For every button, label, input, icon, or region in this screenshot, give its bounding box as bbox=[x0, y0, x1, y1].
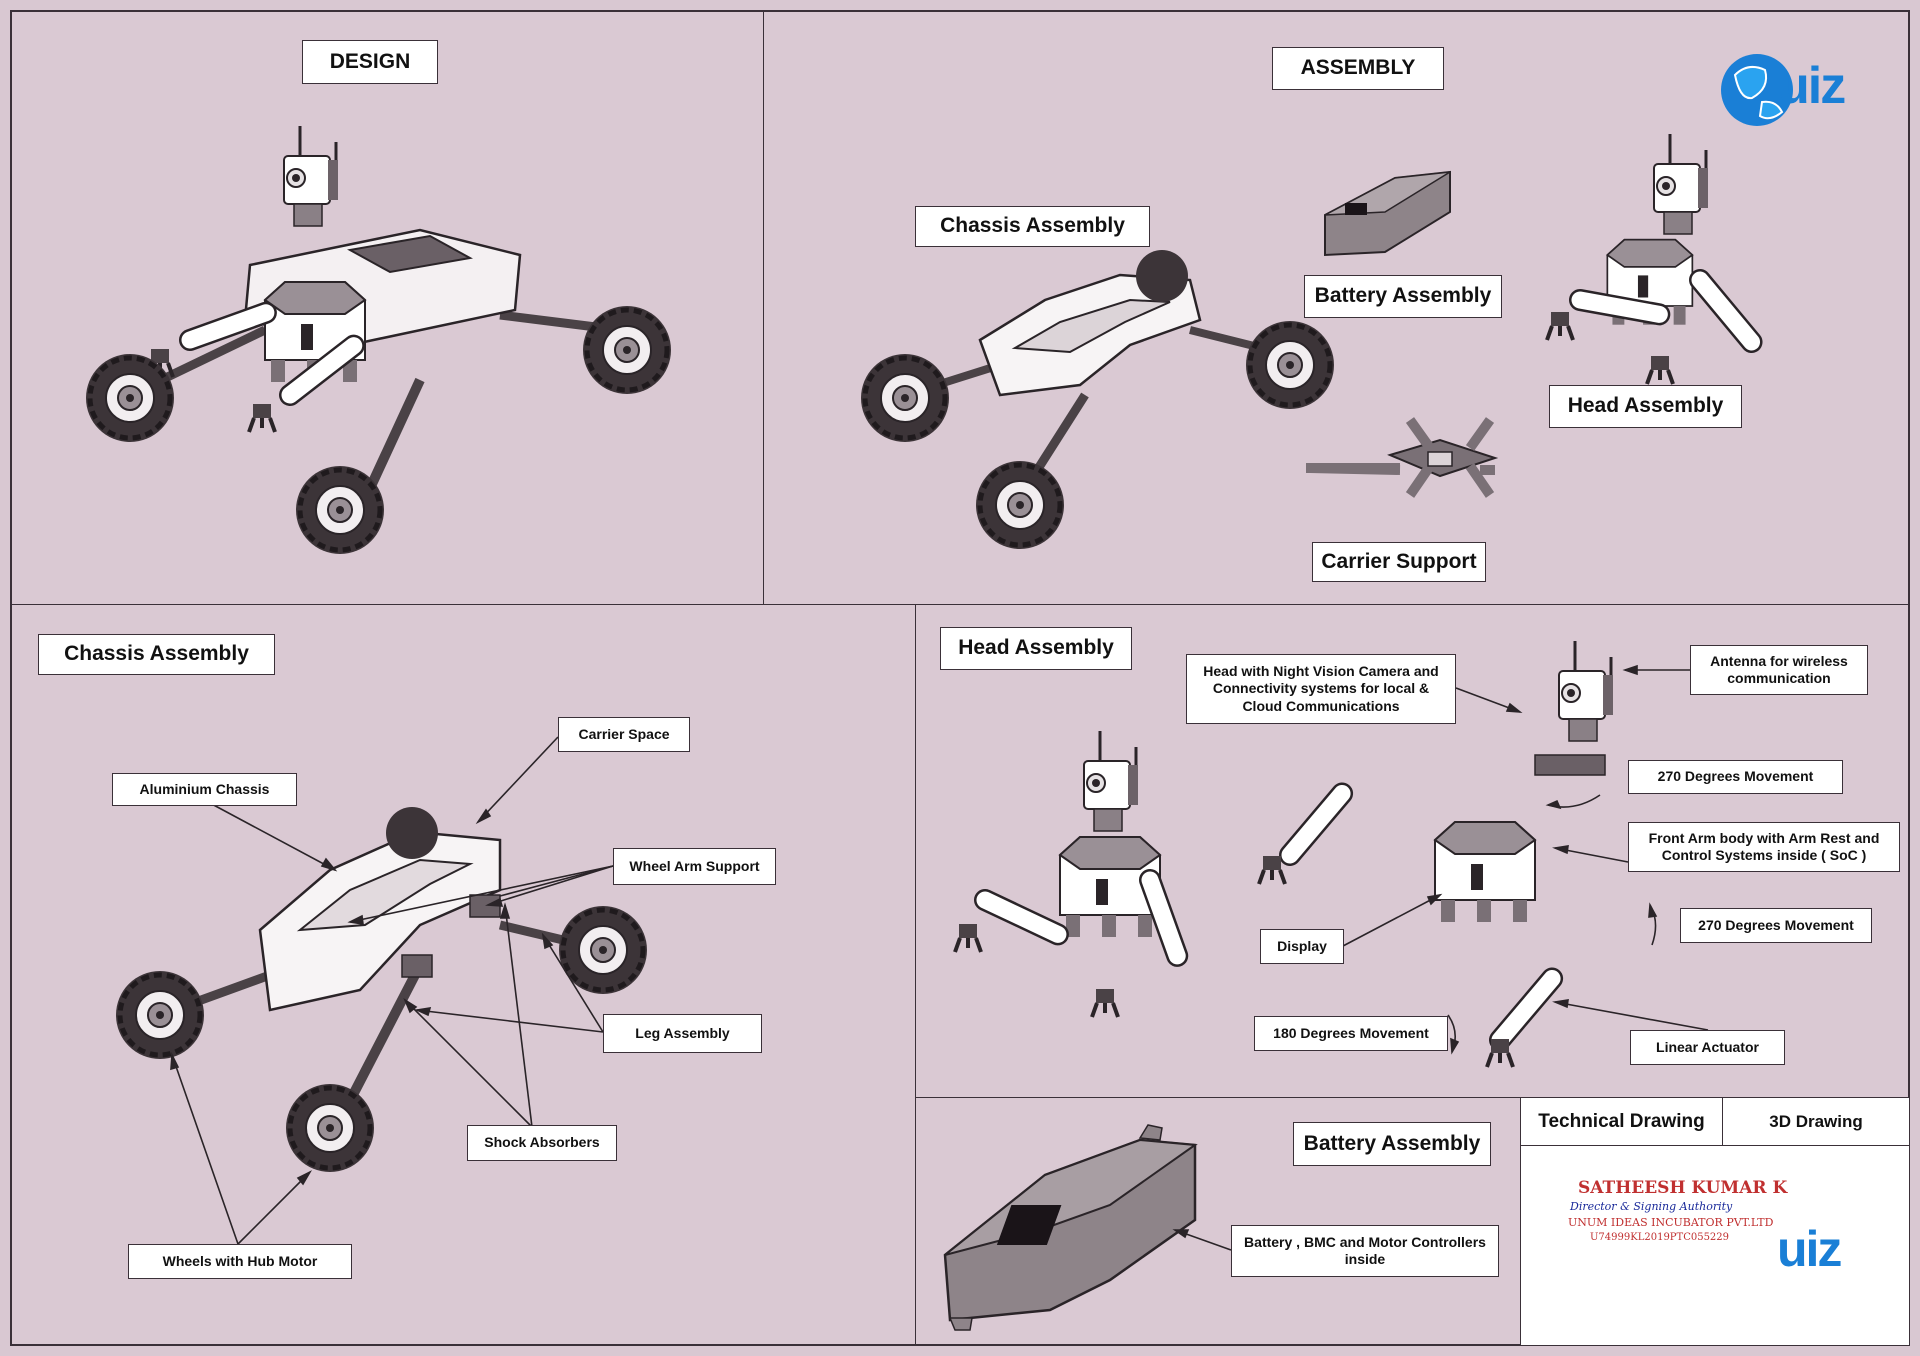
callout-wheel-arm-support: Wheel Arm Support bbox=[613, 848, 776, 885]
battery-panel-title: Battery Assembly bbox=[1293, 1122, 1491, 1166]
callout-battery-bmc: Battery , BMC and Motor Controllers insi… bbox=[1231, 1225, 1499, 1277]
assembly-carrier-label: Carrier Support bbox=[1312, 542, 1486, 582]
company-name: UNUM IDEAS INCUBATOR PVT.LTD bbox=[1568, 1216, 1774, 1229]
signatory-role: Director & Signing Authority bbox=[1570, 1200, 1733, 1213]
head-panel-title: Head Assembly bbox=[940, 627, 1132, 670]
chassis-panel-title: Chassis Assembly bbox=[38, 634, 275, 675]
callout-carrier-space: Carrier Space bbox=[558, 717, 690, 752]
assembly-chassis-label: Chassis Assembly bbox=[915, 206, 1150, 247]
callout-antenna: Antenna for wireless communication bbox=[1690, 645, 1868, 695]
callout-270-side: 270 Degrees Movement bbox=[1680, 908, 1872, 943]
callout-270-top: 270 Degrees Movement bbox=[1628, 760, 1843, 794]
drawing-type-label: 3D Drawing bbox=[1722, 1097, 1910, 1146]
callout-shock-absorbers: Shock Absorbers bbox=[467, 1125, 617, 1161]
assembly-head-label: Head Assembly bbox=[1549, 385, 1742, 428]
company-cin: U74999KL2019PTC055229 bbox=[1590, 1232, 1730, 1243]
callout-wheels-hub-motor: Wheels with Hub Motor bbox=[128, 1244, 352, 1279]
callout-aluminium-chassis: Aluminium Chassis bbox=[112, 773, 297, 806]
callout-leg-assembly: Leg Assembly bbox=[603, 1014, 762, 1053]
signatory-name: SATHEESH KUMAR K bbox=[1578, 1178, 1788, 1198]
assembly-battery-label: Battery Assembly bbox=[1304, 275, 1502, 318]
design-title: DESIGN bbox=[302, 40, 438, 84]
logo-text-top: uiz bbox=[1778, 57, 1846, 115]
callout-180: 180 Degrees Movement bbox=[1254, 1016, 1448, 1051]
technical-drawing-label: Technical Drawing bbox=[1520, 1097, 1723, 1146]
callout-linear-actuator: Linear Actuator bbox=[1630, 1030, 1785, 1065]
design-panel bbox=[10, 10, 764, 605]
chassis-panel bbox=[10, 604, 916, 1346]
callout-front-arm-body: Front Arm body with Arm Rest and Control… bbox=[1628, 822, 1900, 872]
callout-head-camera: Head with Night Vision Camera and Connec… bbox=[1186, 654, 1456, 724]
callout-display: Display bbox=[1260, 929, 1344, 964]
assembly-title: ASSEMBLY bbox=[1272, 47, 1444, 90]
logo-text-bottom: uiz bbox=[1777, 1221, 1842, 1277]
